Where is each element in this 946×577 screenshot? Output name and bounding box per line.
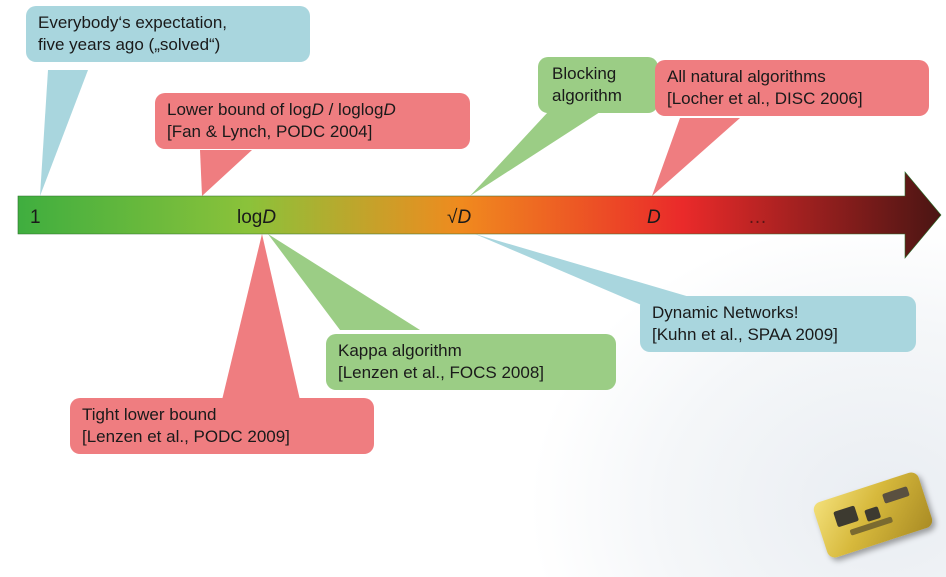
dynamic-line2: [Kuhn et al., SPAA 2009] (652, 325, 838, 344)
natural-pointer (652, 118, 740, 196)
dynamic-line1: Dynamic Networks! (652, 303, 799, 322)
natural-line1: All natural algorithms (667, 67, 826, 86)
tick-sqrtd: √D (447, 207, 472, 228)
blocking-line2: algorithm (552, 86, 622, 105)
expectation-line1: Everybody‘s expectation, (38, 13, 227, 32)
blocking-line1: Blocking (552, 64, 617, 83)
kappa-callout: Kappa algorithm [Lenzen et al., FOCS 200… (326, 334, 616, 390)
tight-line2: [Lenzen et al., PODC 2009] (82, 427, 290, 446)
lower-bound-line1: Lower bound of logD / loglogD (167, 100, 396, 119)
expectation-line2: five years ago („solved“) (38, 35, 221, 54)
natural-callout: All natural algorithms [Locher et al., D… (655, 60, 929, 116)
tick-logd: logD (237, 207, 277, 228)
kappa-pointer (268, 234, 420, 330)
dynamic-callout: Dynamic Networks! [Kuhn et al., SPAA 200… (640, 296, 916, 352)
kappa-line1: Kappa algorithm (338, 341, 462, 360)
blocking-pointer (470, 112, 600, 196)
axis-arrow (17, 171, 942, 259)
tight-line1: Tight lower bound (82, 405, 217, 424)
tick-one: 1 (30, 207, 41, 228)
expectation-callout: Everybody‘s expectation, five years ago … (26, 6, 310, 62)
natural-line2: [Locher et al., DISC 2006] (667, 89, 863, 108)
tight-pointer (222, 234, 300, 400)
lower-bound-pointer (200, 150, 252, 196)
tick-ellipsis: … (748, 207, 767, 228)
lower-bound-callout: Lower bound of logD / loglogD [Fan & Lyn… (155, 93, 470, 149)
kappa-line2: [Lenzen et al., FOCS 2008] (338, 363, 545, 382)
tight-callout: Tight lower bound [Lenzen et al., PODC 2… (70, 398, 374, 454)
tick-d: D (647, 207, 661, 228)
blocking-callout: Blocking algorithm (538, 57, 658, 113)
lower-bound-line2: [Fan & Lynch, PODC 2004] (167, 122, 373, 141)
expectation-pointer (40, 70, 88, 196)
